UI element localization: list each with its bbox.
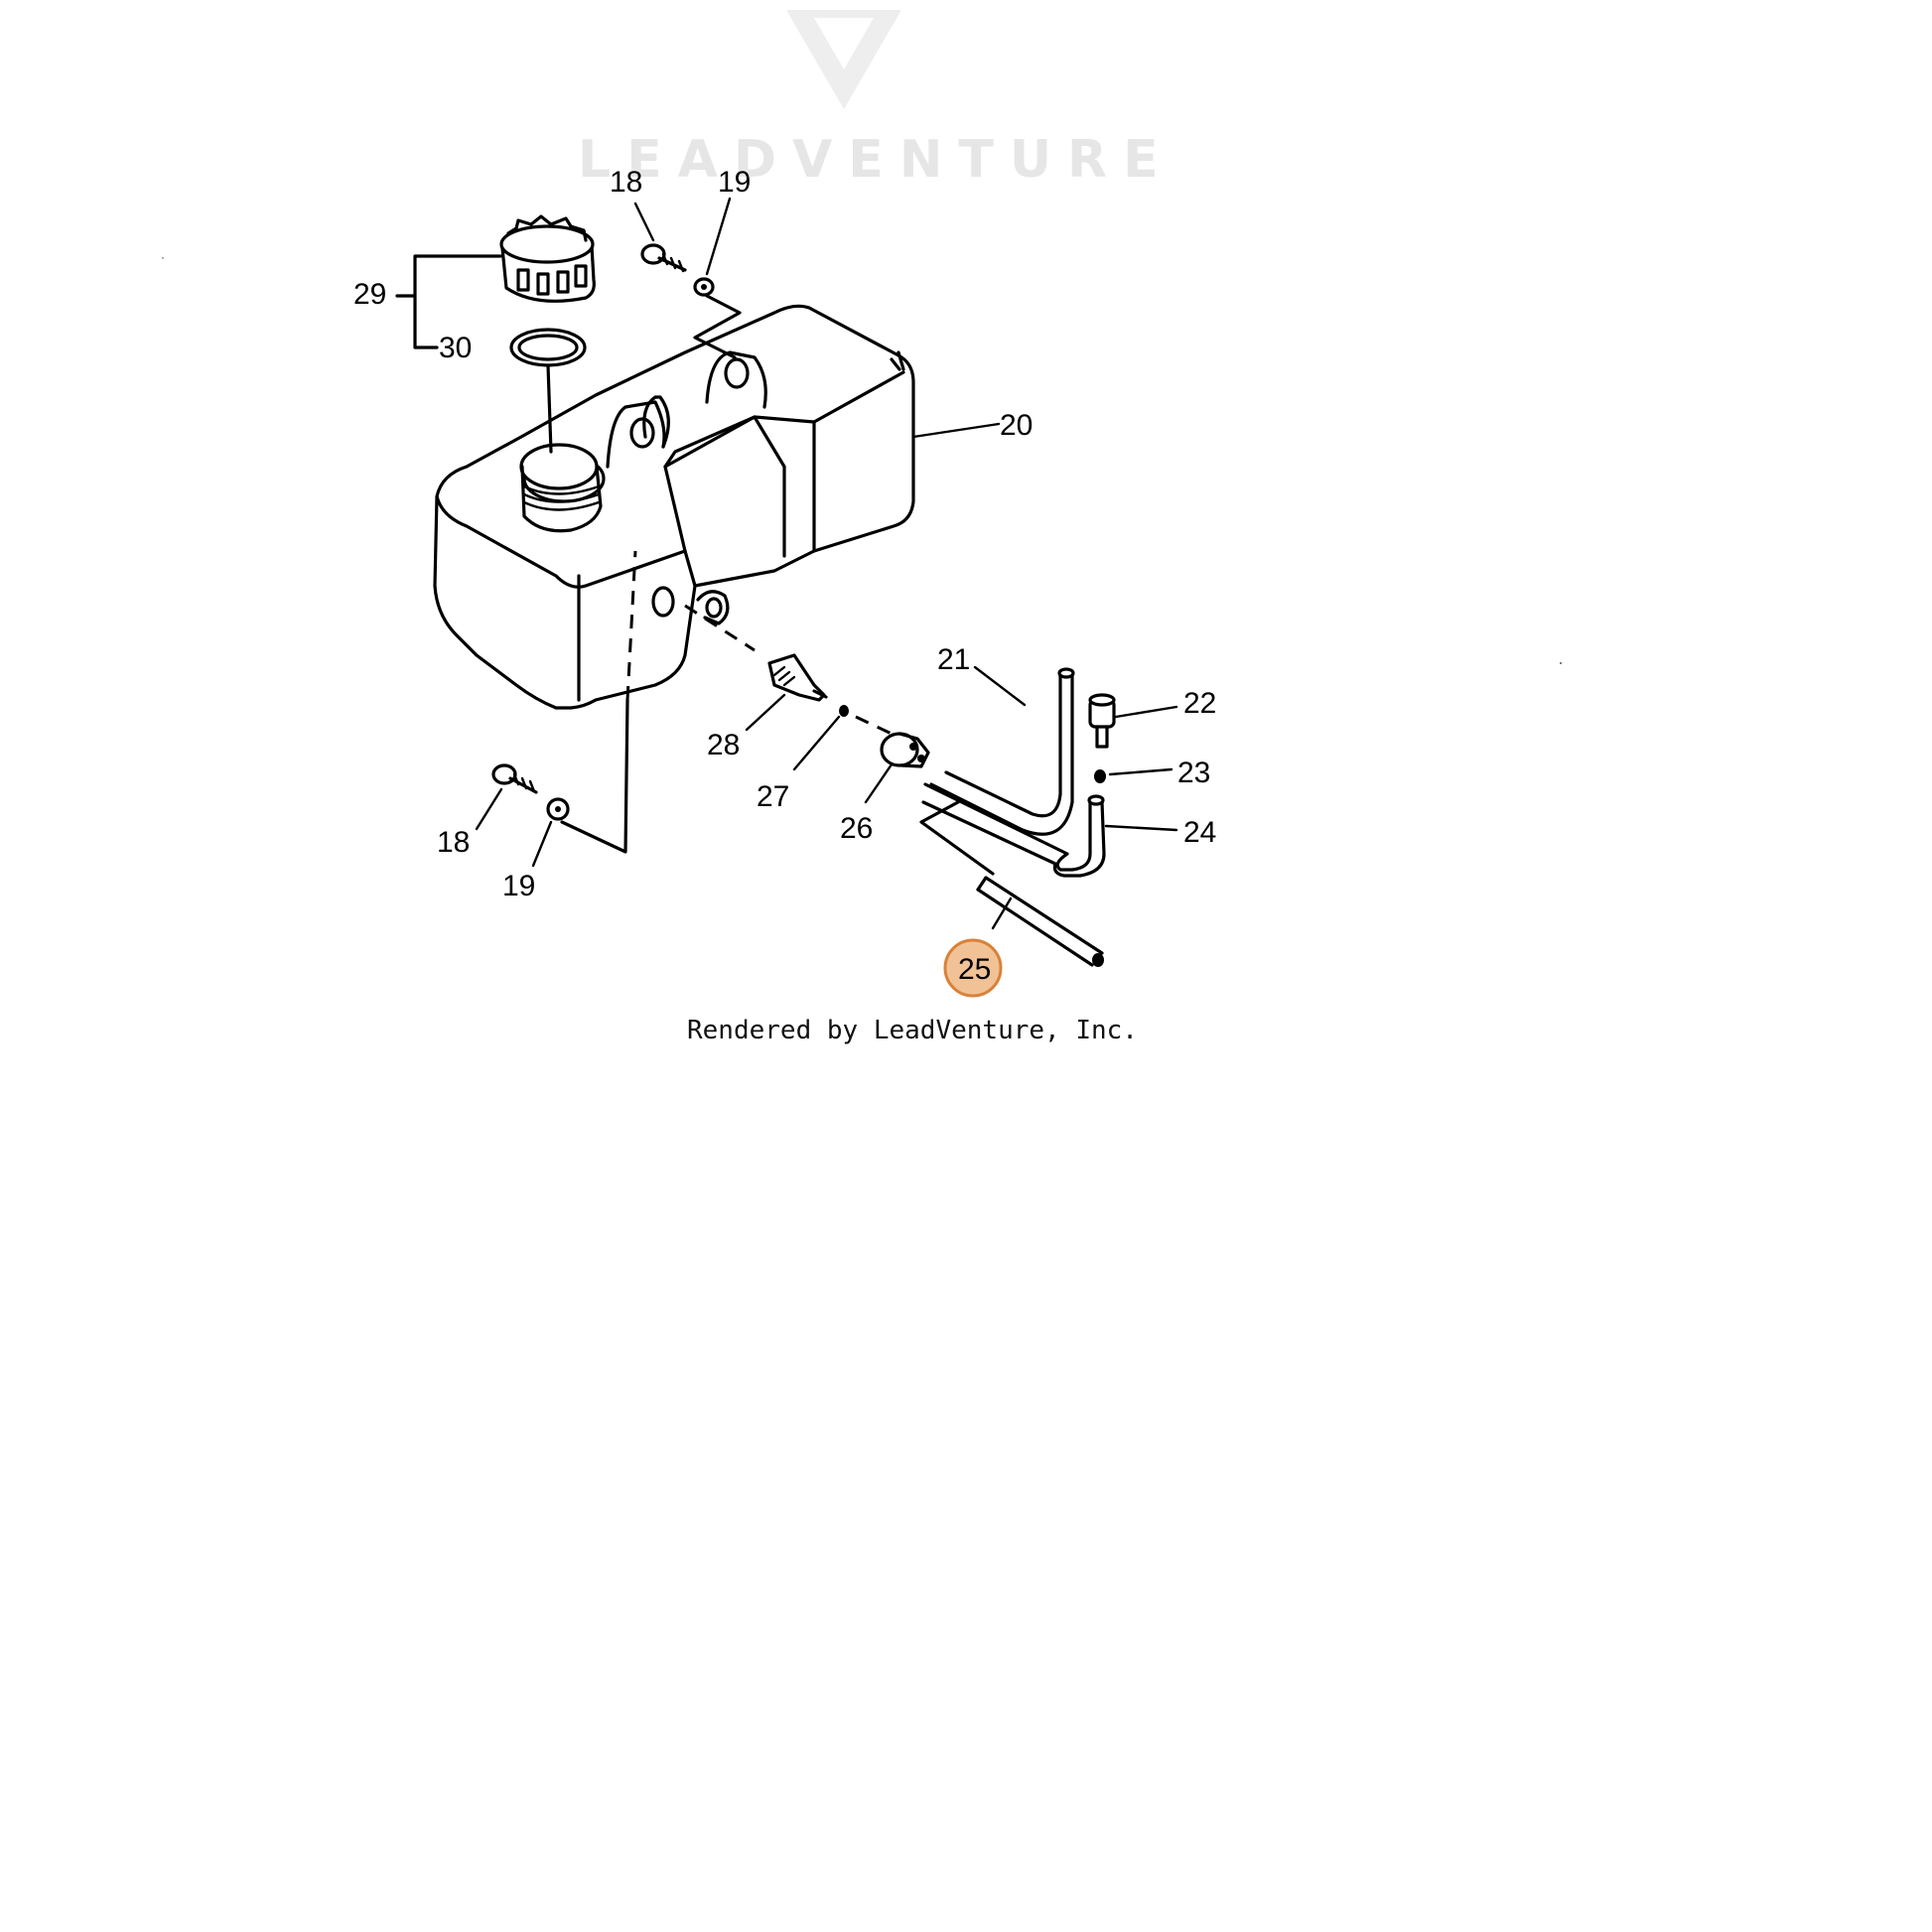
watermark: LEADVENTURE [578, 10, 1174, 190]
cap-gasket[interactable] [509, 328, 587, 367]
callout-27[interactable]: 27 [757, 780, 789, 813]
bottom-screw-leader [560, 698, 629, 854]
callout-18-top[interactable]: 18 [610, 166, 642, 199]
bracket-29-30 [413, 254, 502, 349]
callout-22[interactable]: 22 [1183, 687, 1216, 720]
watermark-text: LEADVENTURE [578, 130, 1174, 190]
callout-24[interactable]: 24 [1183, 816, 1216, 849]
fuel-filter[interactable] [1088, 693, 1116, 749]
callouts: 18 19 29 30 20 21 22 23 24 28 27 26 18 1… [353, 166, 1216, 986]
selected-callout-highlight[interactable] [943, 938, 1003, 998]
fuel-hose-21[interactable] [929, 667, 1075, 836]
callout-23[interactable]: 23 [1177, 757, 1210, 789]
callout-25[interactable]: 25 [958, 953, 991, 986]
cap-leader-line [546, 363, 553, 454]
callout-19-top[interactable]: 19 [718, 166, 751, 199]
callout-21[interactable]: 21 [937, 643, 970, 676]
callout-28[interactable]: 28 [707, 729, 740, 761]
render-credit: Rendered by LeadVenture, Inc. [687, 1016, 1138, 1045]
fuel-tank[interactable] [433, 304, 915, 710]
washer-top[interactable] [693, 277, 715, 297]
screw-bottom[interactable] [491, 763, 538, 794]
callout-18-bottom[interactable]: 18 [437, 826, 470, 859]
o-ring[interactable] [839, 705, 849, 717]
top-screw-leader [693, 294, 742, 359]
speck [162, 257, 164, 259]
shutoff-valve[interactable] [880, 732, 930, 768]
callout-leaders [475, 197, 1178, 930]
callout-20[interactable]: 20 [1000, 409, 1033, 442]
fuel-hose-25[interactable] [919, 800, 1104, 967]
fuel-hose-24[interactable] [921, 782, 1106, 878]
filler-neck [519, 443, 606, 533]
hose-clamp[interactable] [1094, 769, 1106, 783]
leadventure-logo-icon [786, 10, 901, 109]
valve-dashed-line [855, 715, 895, 737]
fitting-dashed-line [684, 604, 756, 652]
screw-top[interactable] [640, 243, 687, 273]
callout-26[interactable]: 26 [840, 812, 873, 845]
hidden-dashed-line [625, 550, 637, 701]
callout-30[interactable]: 30 [439, 332, 472, 364]
fuel-cap[interactable] [499, 214, 596, 303]
washer-bottom[interactable] [546, 797, 570, 821]
speck [1560, 662, 1562, 664]
callout-29[interactable]: 29 [353, 278, 386, 311]
callout-19-bottom[interactable]: 19 [502, 870, 535, 902]
grommet-bushing[interactable] [767, 653, 828, 702]
